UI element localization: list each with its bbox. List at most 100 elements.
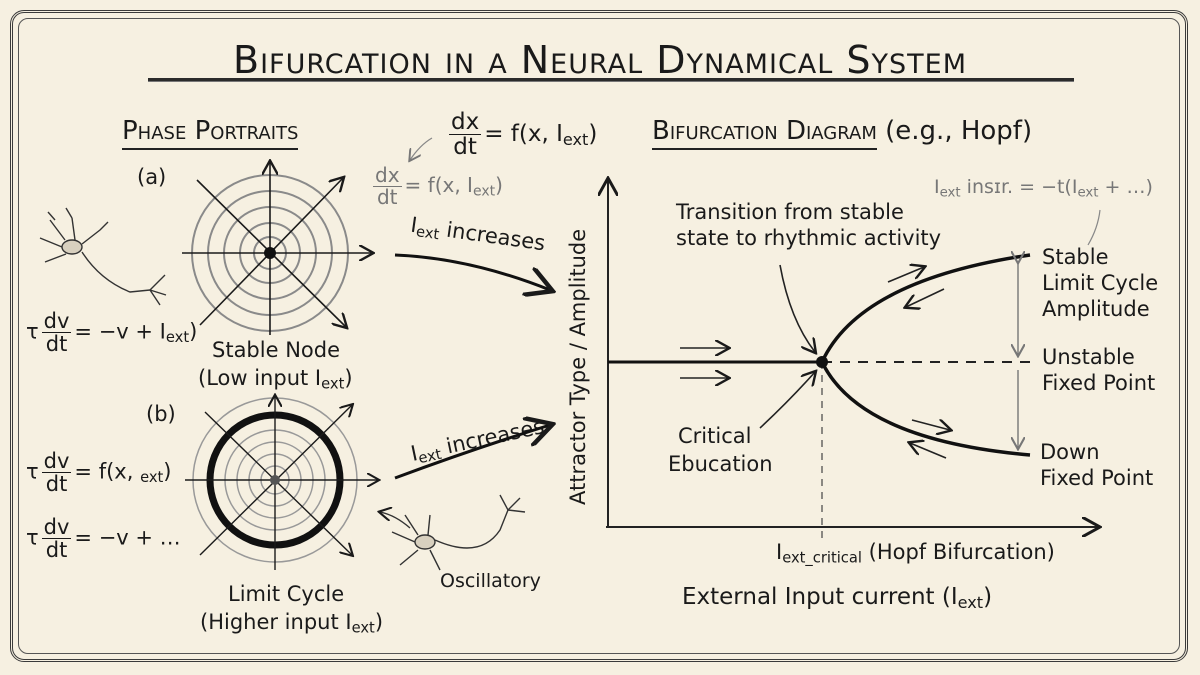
flow-arrows (680, 267, 950, 459)
eq-rhs: = −v + … (74, 525, 181, 550)
caption-sub: ext (321, 375, 345, 393)
critical-annotation-1: Critical (678, 424, 752, 448)
x-tick-critical: Iext_critical (Hopf Bifurcation) (776, 540, 1055, 567)
eq-c: + …) (1098, 176, 1153, 198)
eq-den: dt (45, 472, 68, 497)
eq-sub: ext (165, 329, 190, 347)
panel-b-tag: (b) (146, 402, 176, 426)
eq-den: dt (453, 134, 477, 161)
unstable-center-point (270, 475, 280, 485)
increase-arrow-b (394, 425, 550, 480)
caption-close: ) (374, 610, 384, 634)
unstable-fixed-point-label-1: Unstable (1042, 345, 1135, 369)
decorative-border (10, 10, 1188, 662)
flow-arrow (911, 420, 950, 430)
eq-rhs: = f(x, I (404, 173, 473, 197)
caption-text: (Higher input I (200, 610, 352, 634)
equation-pointer-arrow (410, 137, 433, 160)
neuron-icon-b (391, 494, 526, 571)
bifurcation-heading-suffix: (e.g., Hopf) (885, 116, 1033, 146)
eq-num: dx (449, 109, 482, 136)
eq-den: dt (45, 332, 68, 357)
caption-sub: ext (351, 619, 375, 637)
panel-a-tag: (a) (137, 165, 167, 189)
increase-arrow-a (394, 253, 550, 290)
stable-node-caption: Stable Node (212, 338, 340, 362)
x-axis-label: External Input current (Iext) (682, 584, 992, 612)
eq-sub: ext (472, 183, 496, 200)
limit-cycle-caption: Limit Cycle (228, 582, 345, 606)
title-underline (148, 78, 1074, 82)
eq-rhs: = f(x, I (484, 121, 563, 148)
eq-num: dv (41, 449, 72, 474)
x-axis-close: ) (983, 584, 993, 610)
decorative-border-inner (18, 18, 1180, 654)
critical-pointer-arrow (759, 372, 815, 429)
limit-cycle-portrait (185, 396, 378, 570)
eq-sub: ext (562, 130, 589, 150)
neuron-icon-a (39, 207, 167, 306)
eq-rhs: = −v + I (74, 319, 166, 344)
hopf-bifurcation-point (816, 356, 828, 368)
eq-close: ) (495, 173, 503, 197)
x-axis-text: External Input current (I (682, 584, 958, 610)
faded-bifurcation-equation: Iext insɪr. = −t(Iext + …) (934, 176, 1153, 200)
tau: τ (26, 319, 39, 344)
caption-close: ) (344, 366, 353, 390)
critical-annotation-2: Ebucation (668, 452, 773, 476)
eq-a-sub: ext (939, 185, 961, 201)
stable-node-point (264, 247, 276, 259)
eq-sub: ext (140, 469, 164, 487)
eq-rhs: = f(x, (74, 459, 141, 484)
eq-b: insɪr. = −t(I (960, 176, 1078, 198)
down-fixed-point-label-2: Fixed Point (1040, 466, 1154, 490)
stable-node-subcaption: (Low input Iext) (198, 366, 353, 393)
tau: τ (26, 459, 39, 484)
eq-num: dv (41, 515, 72, 540)
bifurcation-heading-text: Bifurcation Diagram (652, 116, 877, 150)
eq-den: dt (45, 538, 68, 563)
oscillatory-label: Oscillatory (440, 570, 541, 592)
bifurcation-heading: Bifurcation Diagram (e.g., Hopf) (652, 116, 1033, 150)
limit-cycle-subcaption: (Higher input Iext) (200, 610, 383, 637)
flow-arrow (887, 267, 924, 283)
down-fixed-point-label-1: Down (1040, 440, 1100, 464)
upper-limit-cycle-branch (820, 253, 1031, 363)
eq-close: ) (189, 319, 198, 344)
eq-num: dx (373, 163, 402, 187)
eq-b-sub: ext (1077, 185, 1099, 201)
eq-den: dt (376, 185, 398, 209)
eq-a: I (934, 176, 940, 198)
phase-portraits-heading: Phase Portraits (122, 116, 299, 150)
stable-limit-cycle-label-3: Amplitude (1042, 297, 1150, 321)
stable-limit-cycle-label-2: Limit Cycle (1042, 271, 1159, 295)
unstable-fixed-point-label-2: Fixed Point (1042, 371, 1156, 395)
transition-annotation-1: Transition from stable (676, 200, 904, 224)
transition-pointer-arrow (779, 264, 815, 352)
lower-limit-cycle-branch (820, 361, 1031, 457)
x-tick-sub: ext_critical (782, 549, 862, 567)
oscillatory-pointer-arrow (380, 512, 411, 529)
faded-equation-pointer (1087, 209, 1101, 246)
bifurcation-branches (608, 253, 1031, 457)
bifurcation-axes (606, 180, 1098, 540)
tau: τ (26, 525, 39, 550)
eq-close: ) (163, 459, 172, 484)
x-tick-i: I (776, 540, 783, 564)
eq-num: dv (41, 309, 72, 334)
stable-limit-cycle-label-1: Stable (1042, 245, 1109, 269)
transition-annotation-2: state to rhythmic activity (676, 226, 942, 250)
flow-arrow (906, 288, 945, 307)
eq-close: ) (588, 121, 598, 148)
x-axis-sub: ext (957, 593, 984, 613)
stable-node-portrait (182, 162, 372, 335)
x-tick-rest: (Hopf Bifurcation) (861, 540, 1055, 564)
caption-text: (Low input I (198, 366, 322, 390)
flow-arrow (910, 443, 947, 459)
